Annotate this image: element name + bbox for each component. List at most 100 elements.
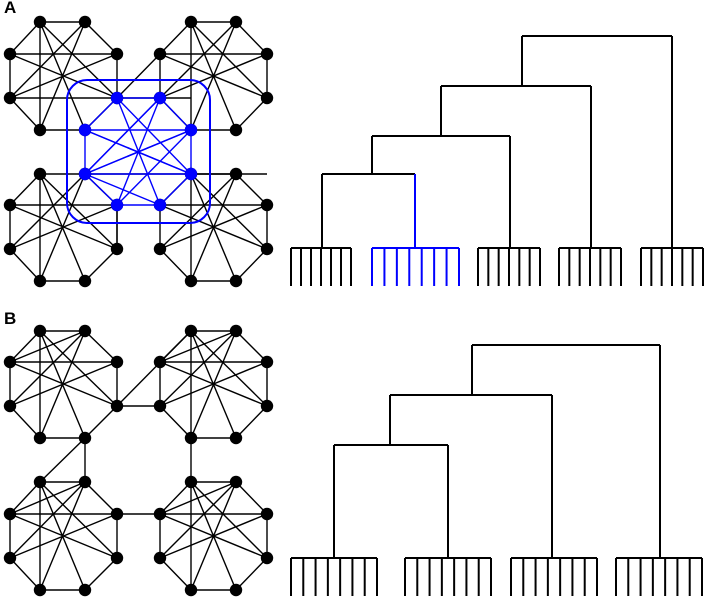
cluster-edge [159, 481, 237, 515]
module-node [184, 123, 198, 137]
network-node [33, 431, 47, 445]
cluster-edge [159, 361, 268, 407]
cluster-edge [9, 204, 118, 250]
cluster-edge [9, 481, 86, 559]
network-node [229, 475, 243, 489]
network-node [3, 399, 17, 413]
network-node [110, 507, 124, 521]
network-node [229, 583, 243, 597]
network-node [260, 47, 274, 61]
panel-b-dendrogram [290, 344, 703, 596]
network-node [260, 242, 274, 256]
network-node [33, 15, 47, 29]
module-edge [159, 173, 192, 206]
network-node [110, 47, 124, 61]
module-node [153, 198, 167, 212]
module-node [153, 91, 167, 105]
network-node [260, 399, 274, 413]
module-node [78, 167, 92, 181]
network-node [260, 91, 274, 105]
cluster-edge [159, 21, 237, 99]
network-node [3, 507, 17, 521]
network-node [229, 274, 243, 288]
network-node [260, 551, 274, 565]
cluster-edge [159, 21, 192, 55]
cluster-edge [9, 481, 86, 515]
cluster-edge [9, 21, 41, 55]
cluster-edge [84, 481, 118, 515]
network-node [184, 324, 198, 338]
cluster-edge [159, 248, 192, 282]
network-node [3, 551, 17, 565]
cluster-edge [235, 481, 268, 515]
cluster-edge [9, 173, 41, 206]
module-edge [84, 97, 118, 131]
cluster-edge [235, 330, 268, 363]
panel-b-network [3, 324, 274, 597]
cluster-edge [84, 405, 118, 439]
network-node [110, 242, 124, 256]
module-edge [159, 97, 192, 131]
network-node [33, 123, 47, 137]
cluster-edge [9, 21, 86, 99]
bridge-edge [116, 53, 161, 99]
cluster-edge [39, 173, 118, 250]
network-node [33, 583, 47, 597]
cluster-edge [9, 361, 118, 407]
cluster-edge [9, 97, 41, 131]
cluster-edge [235, 21, 268, 55]
cluster-edge [39, 481, 118, 559]
cluster-edge [9, 405, 41, 439]
network-node [153, 242, 167, 256]
cluster-edge [9, 557, 41, 591]
network-node [229, 15, 243, 29]
cluster-edge [9, 330, 86, 363]
cluster-edge [9, 248, 41, 282]
cluster-edge [159, 330, 237, 407]
network-node [3, 47, 17, 61]
panel-b-label: B [4, 309, 17, 328]
network-node [33, 274, 47, 288]
cluster-edge [9, 513, 118, 559]
network-node [3, 198, 17, 212]
network-node [184, 583, 198, 597]
module-node [110, 91, 124, 105]
panel-a-network [3, 15, 274, 288]
cluster-edge [190, 21, 268, 99]
bridge-edge [116, 330, 192, 407]
network-node [184, 274, 198, 288]
network-node [153, 551, 167, 565]
module-node [78, 123, 92, 137]
cluster-edge [159, 481, 192, 515]
cluster-edge [159, 481, 237, 559]
module-edge [84, 129, 192, 175]
module-edge [84, 173, 118, 206]
cluster-edge [159, 204, 268, 250]
cluster-edge [9, 53, 118, 99]
cluster-edge [190, 173, 268, 250]
network-node [229, 123, 243, 137]
cluster-edge [159, 173, 237, 250]
module-edge [84, 173, 161, 206]
network-node [153, 399, 167, 413]
network-node [110, 399, 124, 413]
network-node [110, 355, 124, 369]
network-node [110, 551, 124, 565]
network-node [33, 475, 47, 489]
panel-a-label: A [4, 0, 17, 17]
module-node [110, 198, 124, 212]
network-node [184, 475, 198, 489]
network-node [78, 15, 92, 29]
network-node [3, 355, 17, 369]
cluster-edge [9, 330, 86, 407]
network-node [78, 274, 92, 288]
network-node [229, 167, 243, 181]
network-node [78, 475, 92, 489]
module-edge [84, 97, 161, 175]
network-node [260, 507, 274, 521]
cluster-edge [84, 248, 118, 282]
cluster-edge [235, 173, 268, 206]
bridge-edge [39, 437, 86, 483]
cluster-edge [235, 405, 268, 439]
